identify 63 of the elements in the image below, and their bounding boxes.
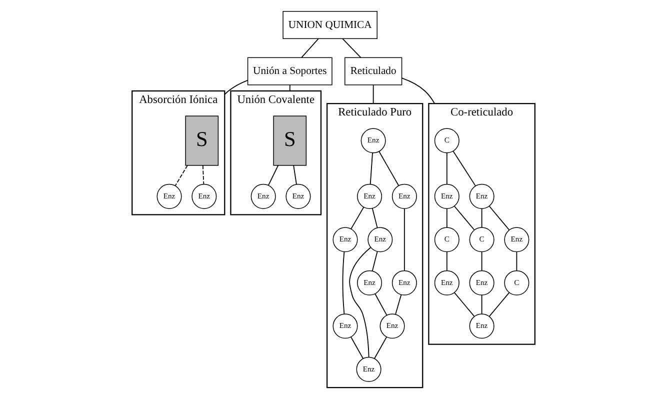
connector: [202, 164, 204, 184]
connector: [488, 206, 510, 230]
node-circle: Enz: [392, 270, 417, 296]
node-circle: Enz: [332, 227, 358, 252]
connector: [401, 78, 436, 104]
connector: [452, 150, 476, 186]
connector: [289, 84, 290, 92]
node-circle: C: [434, 227, 460, 252]
connector: [372, 208, 378, 228]
connector: [374, 336, 388, 360]
connector: [350, 336, 364, 360]
connector: [350, 206, 364, 230]
connector: [301, 38, 319, 58]
connector: [516, 251, 518, 272]
node-circle: C: [504, 270, 530, 296]
node-box: S: [273, 116, 307, 166]
node-circle: Enz: [469, 314, 494, 339]
node-circle: Enz: [356, 356, 382, 382]
connector: [488, 292, 510, 317]
node-box: S: [185, 116, 219, 166]
connector: [293, 164, 297, 185]
node-circle: Enz: [368, 227, 393, 252]
node-circle: Enz: [286, 184, 311, 209]
node-circle: Enz: [360, 128, 386, 154]
node-circle: Enz: [357, 270, 382, 296]
connector: [395, 294, 402, 315]
node-circle: Enz: [156, 184, 182, 209]
connector: [370, 152, 373, 185]
connector: [224, 80, 248, 95]
connector: [268, 164, 279, 186]
node-circle: Enz: [504, 227, 530, 252]
node-circle: Enz: [357, 184, 382, 209]
connector: [349, 247, 372, 358]
connector: [342, 251, 345, 314]
connector: [481, 208, 482, 228]
node-circle: C: [434, 128, 460, 154]
connector: [372, 251, 378, 272]
node-circle: Enz: [392, 184, 417, 209]
node-circle: Enz: [192, 184, 217, 209]
connector: [404, 208, 405, 272]
connector: [454, 206, 475, 230]
connector: [342, 38, 362, 58]
node-box: UNION QUIMICA: [282, 10, 378, 40]
connector: [372, 84, 374, 104]
connector: [481, 251, 482, 272]
connector: [454, 292, 475, 317]
connector: [446, 251, 448, 272]
connector: [174, 164, 188, 186]
node-circle: C: [469, 227, 494, 252]
connector: [378, 151, 400, 186]
node-circle: Enz: [434, 184, 460, 209]
node-circle: Enz: [469, 270, 494, 296]
node-circle: Enz: [380, 314, 405, 339]
connector: [446, 208, 448, 228]
node-box: Unión a Soportes: [247, 57, 332, 86]
node-circle: Enz: [250, 184, 276, 209]
connector: [481, 294, 482, 314]
node-circle: Enz: [332, 314, 358, 339]
node-circle: Enz: [434, 270, 460, 296]
node-box: Reticulado: [344, 57, 402, 86]
node-circle: Enz: [469, 184, 494, 209]
connector: [446, 152, 448, 185]
connector: [374, 293, 388, 316]
